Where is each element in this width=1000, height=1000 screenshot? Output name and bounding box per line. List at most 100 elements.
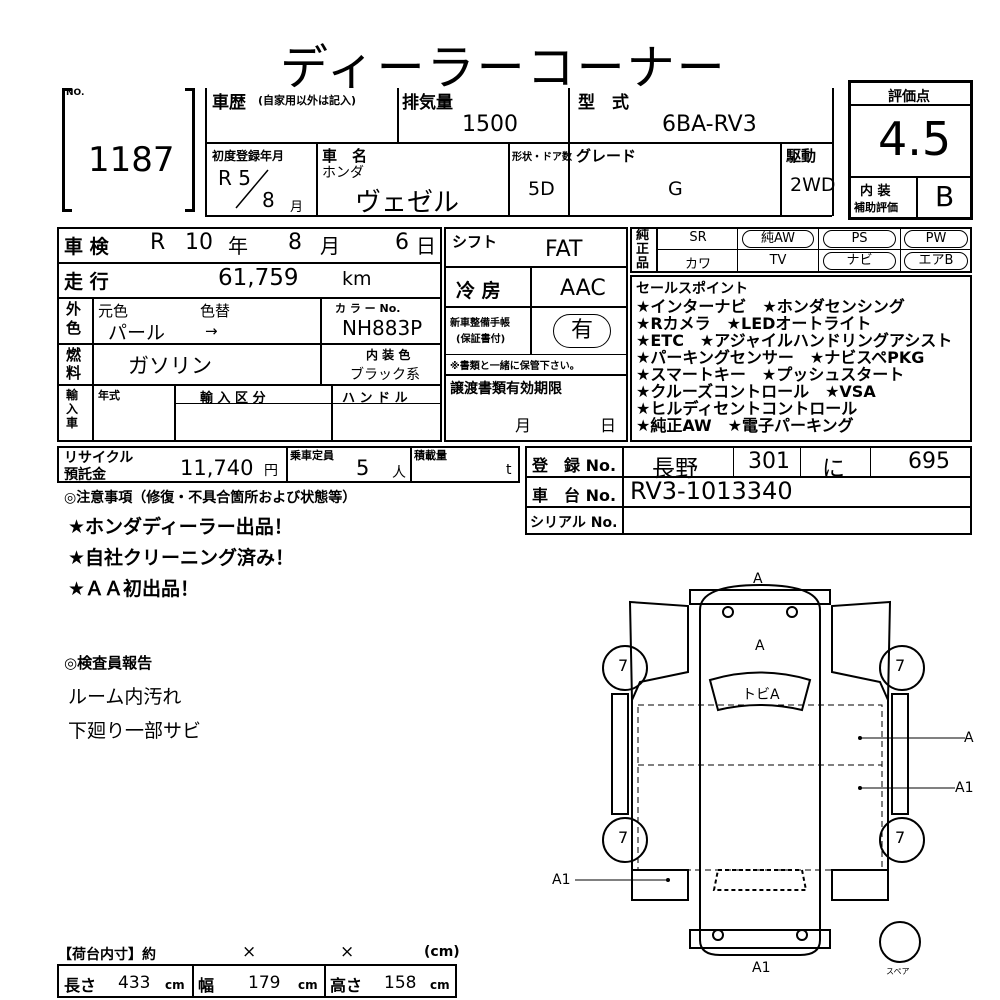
lot-number: 1187 [88, 140, 175, 180]
recycle-value: 11,740 [180, 456, 254, 480]
equip-alloy-wheel: 純AW [742, 230, 814, 248]
selling-point: ★純正AW ★電子パーキング [636, 416, 854, 435]
frame [832, 88, 834, 216]
frame [57, 343, 442, 345]
capacity-unit: 人 [392, 465, 406, 481]
note-line: ★ＡＡ初出品！ [68, 578, 200, 600]
equip-frame [630, 227, 972, 273]
recycle-unit: 円 [264, 463, 278, 479]
inspection-month-unit: 月 [320, 234, 340, 258]
model-code-value: 6BA-RV3 [662, 112, 757, 137]
lot-bracket-left [62, 88, 65, 212]
tire-tread: 7 [895, 828, 906, 847]
inspector-label: ◎検査員報告 [64, 654, 153, 672]
history-label: 車歴 [212, 93, 246, 113]
grade-label: グレード [576, 147, 637, 165]
frame [444, 306, 628, 308]
tire-tread: 7 [618, 828, 629, 847]
damage-mark: A1 [955, 780, 974, 796]
color-change-label: 色替 [200, 302, 231, 320]
frame [656, 227, 658, 273]
displacement-label: 排気量 [402, 93, 453, 113]
load-label: 積載量 [414, 449, 447, 462]
maintenance-value: 有 [553, 314, 611, 348]
grade-value: G [668, 178, 683, 200]
score-frame [970, 80, 973, 220]
import-label: 輸入車 [66, 388, 79, 430]
frame [316, 142, 318, 216]
cargo-height-unit: cm [430, 978, 450, 992]
frame [192, 964, 194, 998]
transfer-label: 譲渡書類有効期限 [450, 381, 562, 397]
frame [900, 227, 901, 273]
mileage-value: 61,759 [218, 265, 299, 291]
cargo-length-unit: cm [165, 978, 185, 992]
frame [57, 384, 442, 386]
damage-mark: A [755, 638, 765, 654]
frame [174, 403, 442, 404]
cargo-width: 179 [248, 973, 281, 993]
selling-point: ★クルーズコントロール ★VSA [636, 382, 876, 401]
cargo-length-label: 長さ [64, 976, 97, 995]
drive-label: 駆動 [786, 147, 817, 165]
equip-airbag: エアB [904, 252, 968, 270]
inspection-label: 車 検 [64, 236, 109, 258]
equip-sr: SR [689, 230, 707, 245]
note-line: ★自社クリーニング済み！ [68, 547, 295, 569]
registration-class: 301 [748, 449, 790, 474]
frame [525, 506, 972, 508]
shift-label: シフト [452, 233, 498, 251]
chassis-label: 車 台 No. [532, 486, 617, 505]
displacement-value: 1500 [462, 112, 518, 137]
equip-ps: PS [823, 230, 896, 248]
equip-leather: カワ [684, 257, 711, 272]
frame [656, 249, 972, 250]
score-label: 評価点 [888, 89, 930, 105]
equip-pw: PW [904, 230, 968, 248]
maintenance-sub-label: (保証書付) [456, 334, 506, 345]
lot-bracket-tl [62, 88, 72, 91]
selling-point: ★スマートキー ★プッシュスタート [636, 365, 905, 384]
transfer-day-unit: 日 [600, 416, 617, 435]
inspection-era: R [150, 230, 166, 255]
frame [737, 227, 738, 273]
cargo-height: 158 [384, 973, 417, 993]
frame [410, 446, 412, 483]
selling-point: ★Rカメラ ★LEDオートライト [636, 314, 872, 333]
registration-number: 695 [908, 449, 950, 474]
spare-label: スペア [886, 967, 910, 976]
registration-frame [525, 446, 972, 535]
color-original-label: 元色 [98, 302, 129, 320]
model-code-label: 型 式 [578, 93, 629, 113]
recycle-sub-label: 預託金 [64, 467, 106, 483]
frame [397, 88, 399, 142]
color-arrow: → [205, 322, 218, 340]
inspection-year-unit: 年 [228, 234, 248, 258]
spec-frame [57, 227, 442, 442]
selling-points-label: セールスポイント [636, 281, 748, 297]
aircon-value: AAC [560, 276, 606, 301]
damage-mark: A1 [552, 872, 571, 888]
page-title: ディーラーコーナー [280, 40, 727, 96]
drive-value: 2WD [790, 174, 836, 196]
fuel-value: ガソリン [128, 354, 212, 378]
score-frame [848, 176, 973, 178]
tire-tread: 7 [895, 656, 906, 675]
lot-bracket-bl [62, 209, 72, 212]
equip-tv: TV [769, 253, 787, 268]
registration-label: 登 録 No. [532, 456, 617, 475]
damage-mark: トビA [742, 687, 780, 703]
frame [320, 343, 322, 384]
interior-color-label: 内 装 色 [366, 348, 411, 362]
first-reg-slash [235, 169, 269, 209]
tire-tread: 7 [618, 656, 629, 675]
damage-mark: A1 [752, 960, 771, 976]
equip-label: 純正品 [636, 228, 650, 271]
interior-value: B [935, 180, 955, 213]
frame [320, 343, 442, 344]
frame [870, 446, 871, 476]
inspection-day-unit: 日 [416, 234, 436, 258]
note-line: ★ホンダディーラー出品！ [68, 516, 293, 538]
frame [622, 446, 624, 535]
inspector-line: ルーム内汚れ [68, 686, 182, 708]
